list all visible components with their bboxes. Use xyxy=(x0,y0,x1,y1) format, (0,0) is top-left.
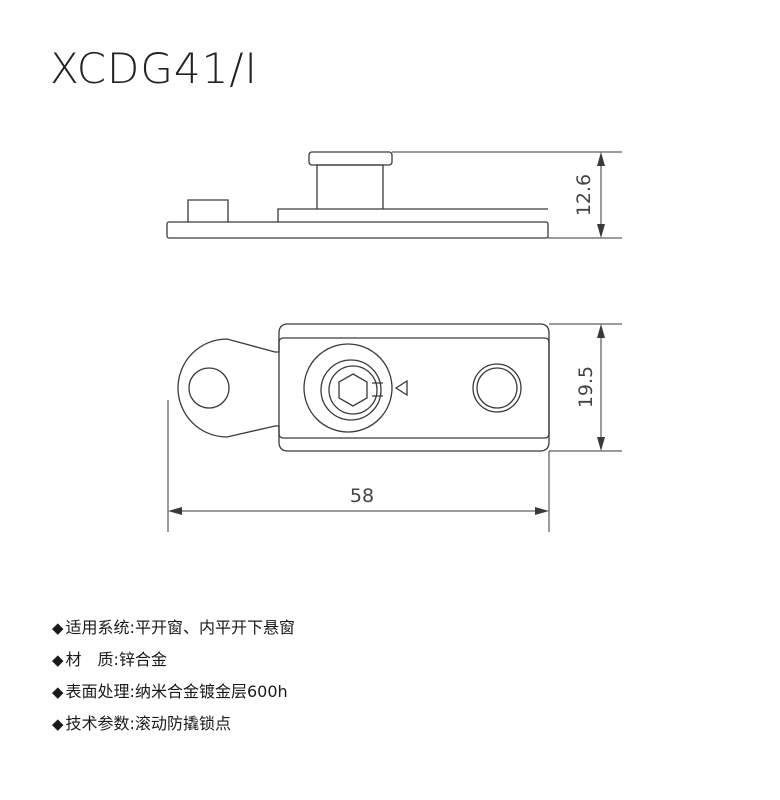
roller-outer xyxy=(303,343,393,433)
spec-label: 材 质: xyxy=(65,650,119,669)
dimension-width xyxy=(549,323,622,452)
side-roller-cap xyxy=(308,151,393,166)
top-inner-plate xyxy=(278,337,550,439)
hex-socket-icon xyxy=(338,373,368,407)
side-view xyxy=(166,151,549,239)
arrowhead xyxy=(535,507,549,515)
spec-label: 适用系统: xyxy=(65,618,135,637)
dimension-length xyxy=(167,400,550,532)
top-body-outline xyxy=(177,323,550,452)
spec-value: 锌合金 xyxy=(118,650,167,669)
spec-item: ◆表面处理:纳米合金镀金层600h xyxy=(52,676,295,708)
spec-list: ◆适用系统:平开窗、内平开下悬窗 ◆材 质:锌合金 ◆表面处理:纳米合金镀金层6… xyxy=(52,612,295,740)
spec-item: ◆适用系统:平开窗、内平开下悬窗 xyxy=(52,612,295,644)
spec-value: 纳米合金镀金层600h xyxy=(134,682,288,701)
technical-drawing: 12.6 19.5 58 xyxy=(166,151,622,532)
dimension-length-label: 58 xyxy=(350,485,374,507)
mounting-hole-right xyxy=(472,363,522,413)
spec-value: 平开窗、内平开下悬窗 xyxy=(134,618,295,637)
side-base-plate xyxy=(166,221,549,239)
diamond-bullet-icon: ◆ xyxy=(52,651,64,669)
spec-label: 技术参数: xyxy=(65,714,135,733)
eccentric-marker xyxy=(372,382,383,397)
arrowhead xyxy=(597,437,605,451)
dimension-width-label: 19.5 xyxy=(575,366,597,408)
spec-label: 表面处理: xyxy=(65,682,135,701)
spec-value: 滚动防撬锁点 xyxy=(134,714,231,733)
side-roller-body xyxy=(316,164,384,209)
dimension-height xyxy=(392,151,622,239)
arrowhead xyxy=(597,324,605,338)
mounting-hole-left xyxy=(188,367,230,409)
diamond-bullet-icon: ◆ xyxy=(52,683,64,701)
diamond-bullet-icon: ◆ xyxy=(52,715,64,733)
arrowhead xyxy=(597,224,605,238)
product-title: XCDG41/I xyxy=(50,44,258,93)
dimension-height-label: 12.6 xyxy=(573,174,595,216)
side-left-boss xyxy=(187,199,229,222)
arrowhead xyxy=(168,507,182,515)
diamond-bullet-icon: ◆ xyxy=(52,619,64,637)
direction-triangle-icon xyxy=(394,379,408,397)
spec-item: ◆材 质:锌合金 xyxy=(52,644,295,676)
arrowhead xyxy=(597,152,605,166)
spec-item: ◆技术参数:滚动防撬锁点 xyxy=(52,708,295,740)
roller-inner xyxy=(328,365,378,415)
top-view xyxy=(177,323,550,452)
roller-ring xyxy=(320,359,382,421)
side-step xyxy=(277,208,548,222)
mounting-hole-right-inner xyxy=(476,367,518,409)
